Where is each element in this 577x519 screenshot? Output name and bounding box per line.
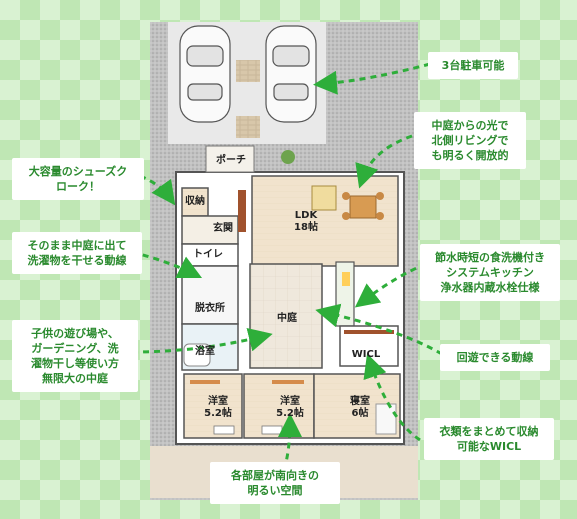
arrow-parking (313, 62, 431, 95)
porch-label: ポーチ (216, 155, 246, 166)
storage-label: 収納 (185, 196, 205, 207)
callout-laundry-line: そのまま中庭に出て 洗濯物を干せる動線 (12, 232, 142, 274)
dressing-label: 脱衣所 (195, 303, 225, 314)
callout-courtyard-light: 中庭からの光で 北側リビングで も明るく開放的 (414, 112, 526, 169)
bath-label: 浴室 (195, 346, 215, 357)
entrance-label: 玄関 (213, 223, 233, 234)
courtyard-label: 中庭 (277, 313, 297, 324)
arrow-courtyard-use (131, 327, 273, 354)
arrow-kitchen (354, 262, 427, 308)
arrow-wicl (363, 353, 421, 442)
arrow-courtyard-light (355, 134, 413, 189)
callout-shoes-closet: 大容量のシューズク ローク！ (12, 158, 144, 200)
callout-circulation: 回遊できる動線 (440, 344, 550, 371)
callout-wicl: 衣類をまとめて収納 可能なWICL (424, 418, 554, 460)
bedroom-label: 寝室 6帖 (350, 396, 370, 419)
arrow-laundry (131, 250, 203, 279)
callout-kitchen: 節水時短の食洗機付き システムキッチン 浄水器内蔵水栓仕様 (420, 244, 560, 301)
ldk-label: LDK 18帖 (294, 210, 318, 233)
car-icon (179, 25, 317, 123)
toilet-label: トイレ (193, 249, 223, 260)
callout-courtyard-use: 子供の遊び場や、 ガーデニング、洗 濯物干し等使い方 無限大の中庭 (12, 320, 138, 392)
callout-south-rooms: 各部屋が南向きの 明るい空間 (210, 462, 340, 504)
wicl-label: WICL (351, 349, 381, 360)
callout-parking: 3台駐車可能 (428, 52, 518, 79)
western-room-1-label: 洋室 5.2帖 (204, 396, 232, 419)
western-room-2-label: 洋室 5.2帖 (276, 396, 304, 419)
arrow-circulation (315, 303, 443, 356)
plant-icon (281, 150, 295, 164)
